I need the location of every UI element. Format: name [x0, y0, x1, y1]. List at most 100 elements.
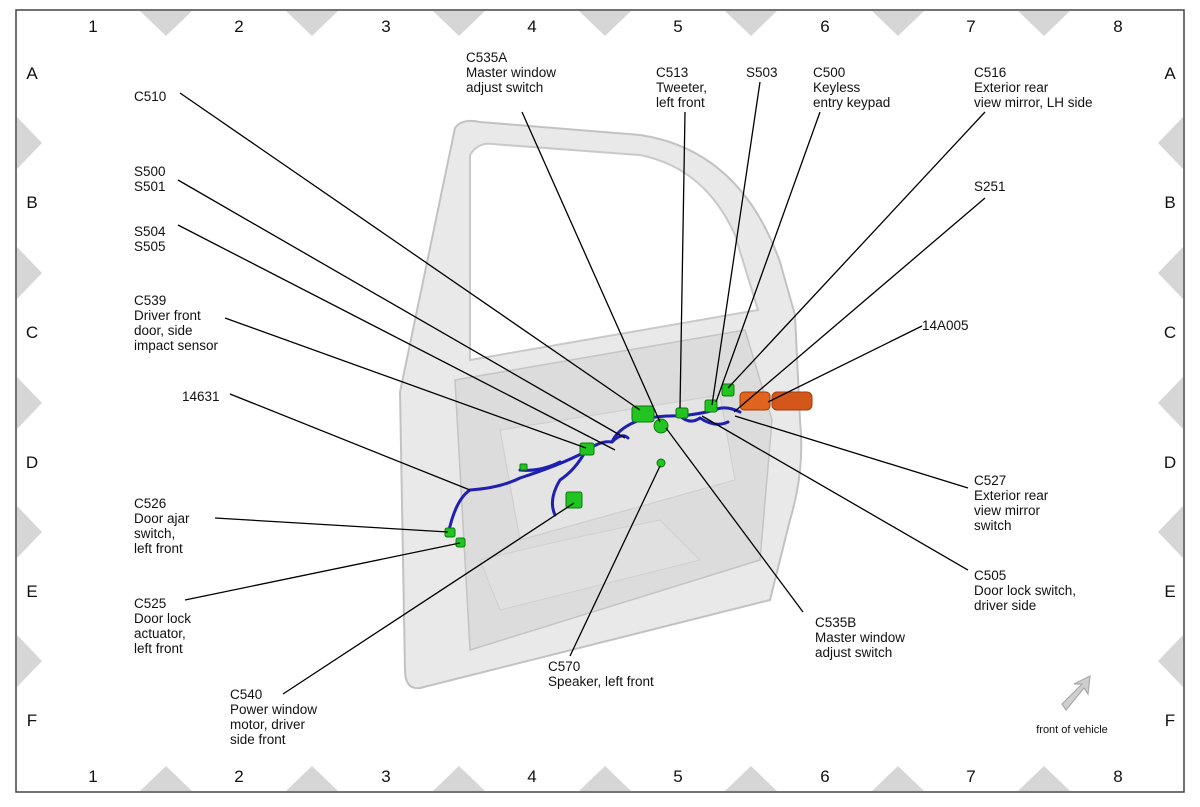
connector-c513: [675, 407, 689, 419]
label-s503: S503: [746, 65, 778, 80]
grid-marker-bottom-3: [433, 766, 485, 791]
connector-c500: [704, 399, 718, 413]
label-c570: C570 Speaker, left front: [548, 659, 654, 689]
leader-c535b: [665, 427, 804, 613]
col-label-bottom-3: 3: [381, 767, 390, 786]
grid-marker-bottom-5: [725, 766, 777, 791]
grid-marker-right-1: [1158, 117, 1183, 169]
leader-14631: [229, 393, 471, 491]
leader-c540: [282, 502, 575, 695]
label-s504-s505: S504 S505: [134, 224, 169, 254]
label-c535a: C535A Master window adjust switch: [466, 50, 560, 95]
front-of-vehicle-indicator: front of vehicle: [1036, 674, 1108, 736]
label-c505: C505 Door lock switch, driver side: [974, 568, 1080, 613]
row-label-left-d: D: [26, 453, 38, 472]
harness-mirror-branch: [678, 414, 730, 426]
grid-marker-left-4: [17, 506, 42, 558]
label-c500: C500 Keyless entry keypad: [813, 65, 890, 110]
row-label-left-a: A: [26, 64, 38, 83]
leader-c527: [734, 415, 969, 489]
callout-labels: C510 S500 S501 S504 S505 C539 Driver fro…: [134, 50, 1093, 747]
leader-c510: [179, 92, 641, 411]
door-panel-illustration: [398, 119, 803, 690]
leader-c535a: [521, 111, 661, 423]
leader-c570: [569, 465, 661, 657]
leader-c526: [214, 517, 449, 533]
door-window-opening: [469, 142, 760, 362]
leader-c505: [701, 415, 969, 571]
grid-marker-top-4: [579, 11, 631, 36]
leader-s251: [733, 197, 986, 413]
row-label-left-b: B: [26, 193, 37, 212]
col-label-bottom-7: 7: [966, 767, 975, 786]
row-label-right-d: D: [1164, 453, 1176, 472]
col-label-bottom-2: 2: [234, 767, 243, 786]
row-label-left-f: F: [27, 711, 37, 730]
grid-marker-bottom-4: [579, 766, 631, 791]
label-c516: C516 Exterior rear view mirror, LH side: [974, 65, 1093, 110]
door-lower-recess: [479, 519, 701, 611]
grid-marker-right-3: [1158, 377, 1183, 429]
row-label-right-e: E: [1164, 582, 1175, 601]
leader-c516: [727, 111, 986, 389]
connector-small: [519, 463, 528, 471]
grid-marker-bottom-7: [1018, 766, 1070, 791]
col-label-top-6: 6: [820, 17, 829, 36]
label-14a005: 14A005: [922, 318, 969, 333]
row-label-right-c: C: [1164, 323, 1176, 342]
row-label-right-b: B: [1164, 193, 1175, 212]
connector-c516: [721, 383, 735, 397]
leader-c500: [715, 111, 821, 403]
grid-marker-bottom-1: [140, 766, 192, 791]
col-label-top-1: 1: [88, 17, 97, 36]
harness-window-motor-branch: [550, 450, 587, 517]
mirror-harness-end: [771, 391, 813, 411]
grid-marker-bottom-6: [872, 766, 924, 791]
col-label-top-8: 8: [1113, 17, 1122, 36]
front-arrow-icon: [1061, 674, 1091, 712]
label-c535b: C535B Master window adjust switch: [815, 615, 909, 660]
grid-marker-top-1: [140, 11, 192, 36]
connector-c570: [656, 458, 666, 468]
label-c527: C527 Exterior rear view mirror switch: [974, 473, 1052, 533]
col-label-top-7: 7: [966, 17, 975, 36]
connector-c539: [579, 442, 595, 456]
label-c526: C526 Door ajar switch, left front: [134, 496, 193, 556]
connectors: [444, 383, 813, 548]
grid-marker-left-1: [17, 117, 42, 169]
grid-marker-right-5: [1158, 635, 1183, 687]
connector-c525: [455, 537, 466, 548]
label-s500-s501: S500 S501: [134, 164, 169, 194]
grid-marker-top-5: [725, 11, 777, 36]
connector-c540: [565, 491, 583, 509]
leader-s503: [711, 81, 761, 406]
col-label-top-4: 4: [527, 17, 536, 36]
leader-lines: [177, 81, 986, 695]
row-label-right-a: A: [1164, 64, 1176, 83]
grid-marker-top-6: [872, 11, 924, 36]
label-c525: C525 Door lock actuator, left front: [134, 596, 195, 656]
row-label-left-c: C: [26, 323, 38, 342]
col-label-top-5: 5: [673, 17, 682, 36]
label-c539: C539 Driver front door, side impact sens…: [134, 293, 219, 353]
grid-marker-left-5: [17, 635, 42, 687]
col-label-bottom-8: 8: [1113, 767, 1122, 786]
leader-c513: [679, 111, 686, 409]
col-label-bottom-6: 6: [820, 767, 829, 786]
label-c540: C540 Power window motor, driver side fro…: [230, 687, 321, 747]
connector-c535b: [653, 418, 669, 434]
grid-marker-right-2: [1158, 247, 1183, 299]
grid-marker-top-3: [433, 11, 485, 36]
grid-marker-top-2: [286, 11, 338, 36]
leader-s504: [177, 224, 616, 451]
col-label-bottom-1: 1: [88, 767, 97, 786]
grid-marker-bottom-2: [286, 766, 338, 791]
front-of-vehicle-label: front of vehicle: [1036, 724, 1108, 736]
leader-c539: [224, 317, 587, 449]
grid-marker-left-2: [17, 247, 42, 299]
col-label-bottom-4: 4: [527, 767, 536, 786]
leader-s500: [177, 179, 626, 439]
col-label-bottom-5: 5: [673, 767, 682, 786]
label-c513: C513 Tweeter, left front: [656, 65, 711, 110]
